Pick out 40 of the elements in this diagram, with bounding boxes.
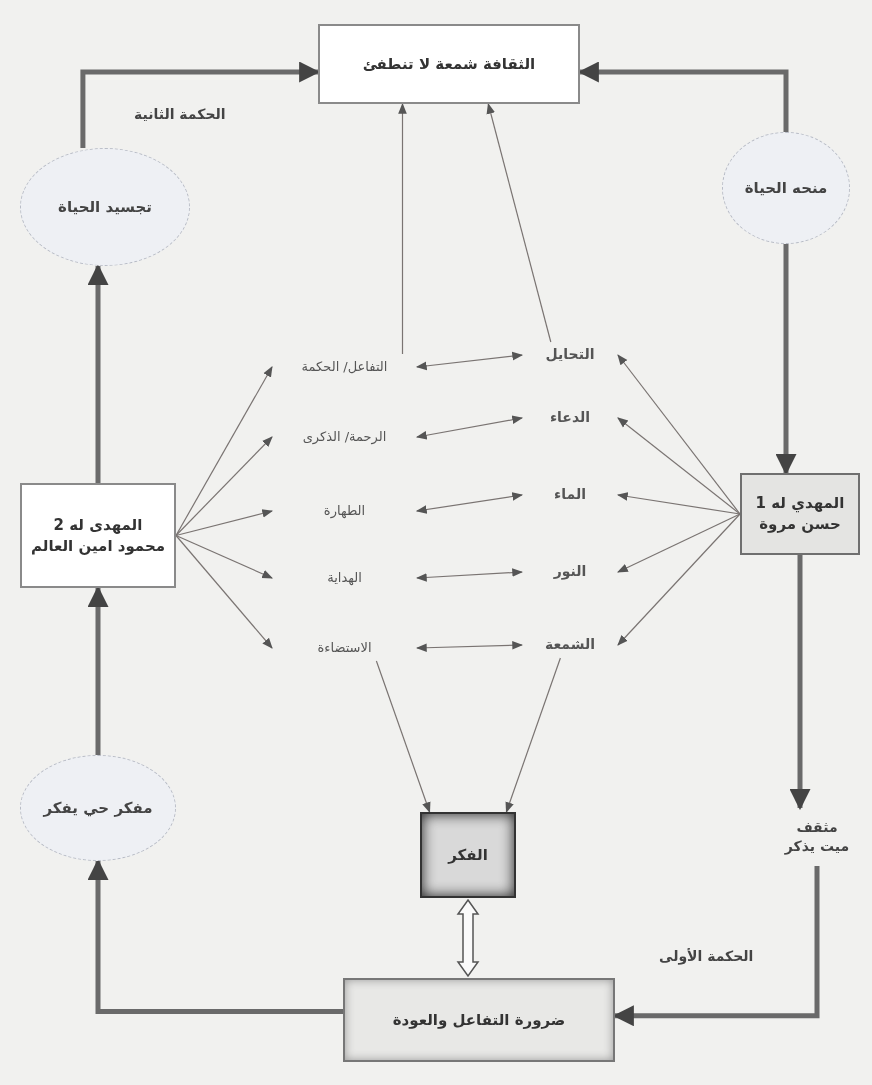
concept-label: الماء: [522, 482, 618, 508]
ellipse-node: منحه الحياة: [722, 132, 850, 244]
process-box: ضرورة التفاعل والعودة: [343, 978, 615, 1062]
concept-label: التفاعل/ الحكمة: [272, 354, 417, 380]
arrow: [375, 660, 431, 813]
arrow: [175, 509, 274, 537]
ellipse-node: تجسيد الحياة: [20, 148, 190, 266]
arrow: [617, 513, 741, 573]
concept-label: النور: [522, 559, 618, 585]
arrow: [415, 492, 524, 514]
flow-arrow: [775, 244, 797, 476]
arrow: [398, 102, 407, 355]
arrow: [486, 102, 552, 343]
arrow: [617, 354, 741, 515]
concept-label: الطهارة: [272, 498, 417, 524]
arrow: [175, 436, 273, 537]
concept-label: الرحمة/ الذكرى: [272, 424, 417, 450]
core-box: الفكر: [420, 812, 516, 898]
double-arrow: [456, 898, 480, 978]
ellipse-node: مفكر حي يفكر: [20, 755, 176, 861]
process-box: المهدي له 1 حسن مروة: [740, 473, 860, 555]
concept-label: الاستضاءة: [272, 635, 417, 661]
concept-label: الشمعة: [522, 632, 618, 658]
arrow: [415, 640, 524, 653]
concept-label: الهداية: [272, 565, 417, 591]
state-label: مثقف ميت يذكر: [772, 808, 862, 866]
concept-label: التحايل: [522, 342, 618, 368]
arrow: [617, 513, 741, 646]
flow-arrow: [789, 555, 811, 811]
arrow: [415, 415, 524, 440]
arrow: [617, 417, 741, 515]
arrow: [175, 534, 273, 579]
arrow: [415, 568, 524, 582]
process-box: الثقافة شمعة لا تنطفئ: [318, 24, 580, 104]
arrow: [616, 492, 741, 515]
arrow: [415, 351, 524, 371]
concept-label: الدعاء: [522, 405, 618, 431]
arrow: [175, 534, 273, 649]
arrow: [505, 657, 561, 813]
process-box: المهدى له 2 محمود امين العالم: [20, 483, 176, 588]
